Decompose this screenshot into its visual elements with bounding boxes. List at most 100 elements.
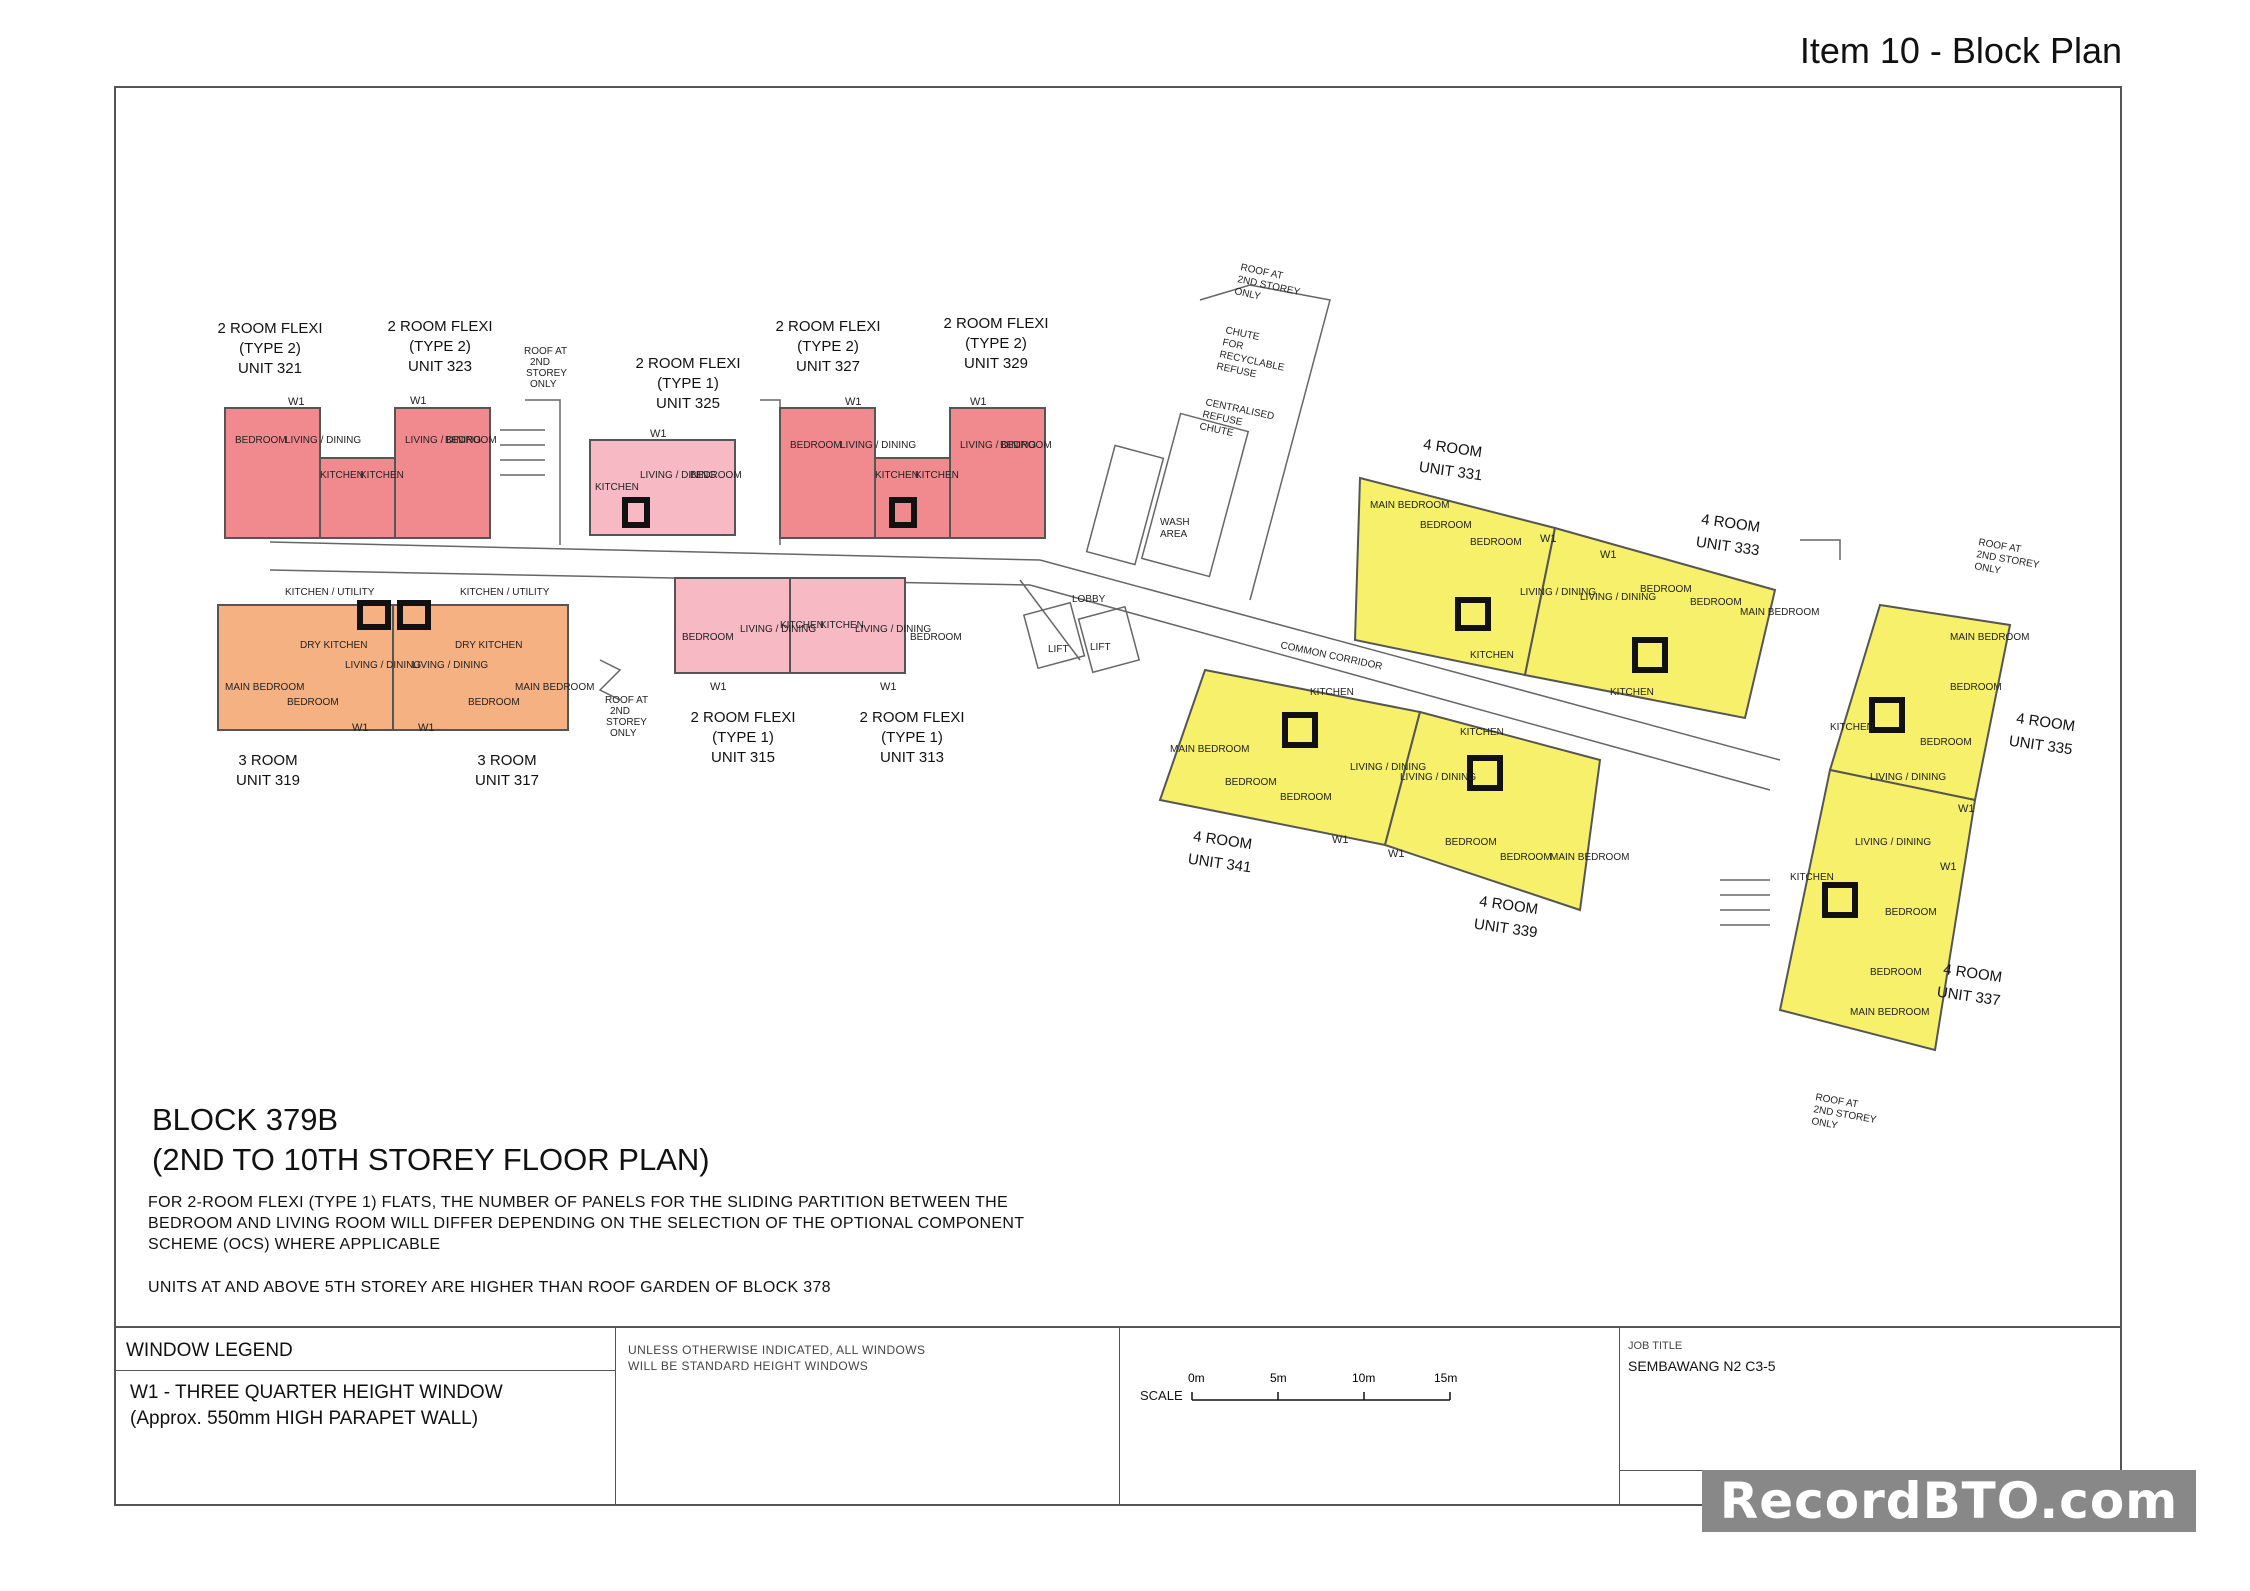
w1-line: (Approx. 550mm HIGH PARAPET WALL) xyxy=(130,1408,479,1429)
unit-313-label: 2 ROOM FLEXI(TYPE 1)UNIT 313 xyxy=(859,709,964,766)
unit-333-plan xyxy=(1523,526,1777,720)
room-label: MAIN BEDROOM xyxy=(1370,500,1449,511)
room-label: KITCHEN xyxy=(360,470,404,481)
block-subtitle: (2ND TO 10TH STOREY FLOOR PLAN) xyxy=(152,1142,710,1177)
job-title-value: SEMBAWANG N2 C3-5 xyxy=(1628,1358,1776,1374)
svg-text:4 ROOM: 4 ROOM xyxy=(2015,710,2076,735)
note-line: FOR 2-ROOM FLEXI (TYPE 1) FLATS, THE NUM… xyxy=(148,1194,1009,1211)
svg-text:UNIT 341: UNIT 341 xyxy=(1187,851,1253,877)
room-label: KITCHEN xyxy=(1460,727,1504,738)
room-label: LIVING / DINING xyxy=(740,624,816,635)
svg-text:(TYPE 2): (TYPE 2) xyxy=(239,340,301,357)
svg-text:UNIT 321: UNIT 321 xyxy=(238,360,302,377)
w1-description: W1 - THREE QUARTER HEIGHT WINDOW (Approx… xyxy=(130,1380,503,1432)
room-label: BEDROOM xyxy=(1225,777,1277,788)
roof-label: 2ND xyxy=(530,357,550,368)
unit-325-plan xyxy=(589,439,736,536)
window-legend-cell: WINDOW LEGEND W1 - THREE QUARTER HEIGHT … xyxy=(114,1328,616,1506)
svg-text:UNIT 315: UNIT 315 xyxy=(711,749,775,766)
unit-323-plan xyxy=(394,407,491,539)
room-label: KITCHEN xyxy=(1610,687,1654,698)
roof-label: ONLY xyxy=(1810,1116,1838,1131)
scale-tick-label: 0m xyxy=(1188,1371,1205,1385)
unit-339-plan xyxy=(1383,710,1602,912)
w1-label: W1 xyxy=(1600,549,1617,561)
roof-label: ONLY xyxy=(530,379,557,390)
roof-label: ROOF AT xyxy=(524,346,567,357)
note-line: SCHEME (OCS) WHERE APPLICABLE xyxy=(148,1236,441,1253)
scale-label: SCALE xyxy=(1140,1388,1183,1403)
svg-text:2 ROOM FLEXI: 2 ROOM FLEXI xyxy=(217,320,322,337)
room-label: BEDROOM xyxy=(1950,682,2002,693)
room-label: LIVING / DINING xyxy=(960,440,1036,451)
common-corridor-label: COMMON CORRIDOR xyxy=(1279,640,1383,672)
unit-321-shape xyxy=(224,407,396,539)
w1-label: W1 xyxy=(845,396,862,408)
svg-text:UNIT 317: UNIT 317 xyxy=(475,772,539,789)
svg-text:(TYPE 2): (TYPE 2) xyxy=(797,338,859,355)
room-label: BEDROOM xyxy=(1920,737,1972,748)
svg-text:UNIT 333: UNIT 333 xyxy=(1695,534,1761,560)
unit-315-label: 2 ROOM FLEXI(TYPE 1)UNIT 315 xyxy=(690,709,795,766)
block-name: BLOCK 379B xyxy=(152,1102,339,1137)
svg-text:3 ROOM: 3 ROOM xyxy=(477,752,536,769)
room-label: KITCHEN xyxy=(915,470,959,481)
room-label: BEDROOM xyxy=(1000,440,1052,451)
w1-label: W1 xyxy=(418,722,435,734)
room-label: LIVING / DINING xyxy=(840,440,916,451)
w1-label: W1 xyxy=(970,396,987,408)
room-label: BEDROOM xyxy=(690,470,742,481)
unit-329-shape xyxy=(949,407,1046,539)
standard-note-line: UNLESS OTHERWISE INDICATED, ALL WINDOWS xyxy=(628,1343,926,1357)
unit-321-plan xyxy=(224,407,321,539)
room-label: LIVING / DINING xyxy=(285,435,361,446)
room-label: LIVING / DINING xyxy=(640,470,716,481)
unit-317-label: 3 ROOM UNIT 317 xyxy=(475,752,539,789)
lift-label: LIFT xyxy=(1048,644,1069,655)
room-label: BEDROOM xyxy=(1280,792,1332,803)
room-label: BEDROOM xyxy=(1420,520,1472,531)
room-label: BEDROOM xyxy=(1885,907,1937,918)
unit-325-shape xyxy=(589,439,736,536)
wash-area-label: AREA xyxy=(1160,529,1188,540)
svg-text:(TYPE 1): (TYPE 1) xyxy=(881,729,943,746)
room-label: LIVING / DINING xyxy=(405,435,481,446)
svg-text:2 ROOM FLEXI: 2 ROOM FLEXI xyxy=(943,315,1048,332)
svg-text:(TYPE 1): (TYPE 1) xyxy=(657,375,719,392)
unit-327-label: 2 ROOM FLEXI(TYPE 2)UNIT 327 xyxy=(775,318,880,375)
chute-label: FOR xyxy=(1221,337,1244,352)
note-roof-garden: UNITS AT AND ABOVE 5TH STOREY ARE HIGHER… xyxy=(148,1279,831,1296)
lift-label: LIFT xyxy=(1090,642,1111,653)
room-label: KITCHEN xyxy=(820,620,864,631)
unit-321-label: 2 ROOM FLEXI (TYPE 2) UNIT 321 xyxy=(217,320,322,377)
svg-text:(TYPE 2): (TYPE 2) xyxy=(409,338,471,355)
w1-line: W1 - THREE QUARTER HEIGHT WINDOW xyxy=(130,1382,503,1403)
room-label: KITCHEN xyxy=(780,620,824,631)
w1-label: W1 xyxy=(1958,803,1975,815)
scale-bar: 0m 5m 10m 15m xyxy=(1188,1371,1457,1401)
room-label: BEDROOM xyxy=(445,435,497,446)
unit-313-plan xyxy=(789,577,906,674)
roof-label: 2ND xyxy=(610,706,630,717)
room-label: BEDROOM xyxy=(235,435,287,446)
svg-text:4 ROOM: 4 ROOM xyxy=(1478,893,1539,918)
scale-tick-label: 5m xyxy=(1270,1371,1287,1385)
svg-text:UNIT 335: UNIT 335 xyxy=(2008,733,2074,759)
w1-label: W1 xyxy=(352,722,369,734)
job-title-label: JOB TITLE xyxy=(1628,1340,1683,1352)
svg-text:2 ROOM FLEXI: 2 ROOM FLEXI xyxy=(775,318,880,335)
room-label: KITCHEN xyxy=(1830,722,1874,733)
room-label: KITCHEN xyxy=(595,482,639,493)
room-label: DRY KITCHEN xyxy=(455,640,522,651)
recordbto-watermark: RecordBTO.com xyxy=(1702,1470,2196,1532)
unit-327-shape xyxy=(779,407,951,539)
scale-cell: SCALE 0m 5m 10m 15m xyxy=(1120,1328,1620,1506)
svg-text:UNIT 337: UNIT 337 xyxy=(1936,984,2002,1010)
room-labels: BEDROOM LIVING / DINING KITCHEN BEDROOM … xyxy=(225,435,2029,1018)
w1-label: W1 xyxy=(880,681,897,693)
